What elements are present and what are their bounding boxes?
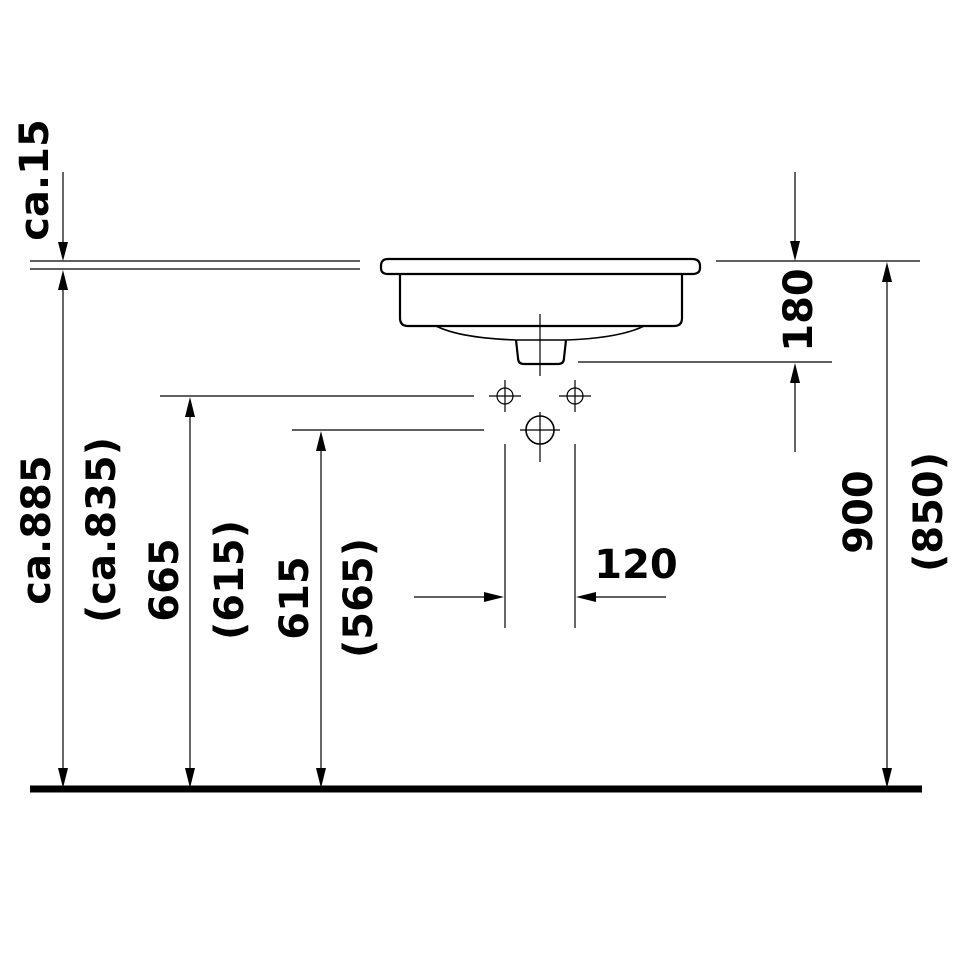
rim-thickness-dimension	[58, 172, 68, 261]
bowl-depth-label: 180	[776, 268, 822, 352]
tap-hole-height-label: 665	[142, 538, 188, 622]
top-height-label: 900	[836, 470, 882, 554]
basin-outline	[379, 257, 702, 376]
top-height-alt-label: (850)	[906, 452, 952, 572]
waste-height-label: 615	[272, 556, 318, 640]
rim-height-alt-label: (ca.835)	[79, 437, 125, 623]
bowl-depth-dimension	[790, 172, 800, 452]
rim-height-dimension	[58, 270, 68, 788]
tap-hole-height-dimension	[185, 397, 195, 788]
hole-spacing-dimension	[414, 592, 666, 602]
tap-hole-height-alt-label: (615)	[207, 520, 253, 640]
waste-outlet	[520, 412, 560, 462]
top-height-dimension	[882, 262, 892, 788]
rim-thickness-label: ca.15	[12, 119, 58, 241]
rim-height-label: ca.885	[14, 455, 60, 604]
countertop-lines	[30, 260, 920, 270]
tap-hole-right	[559, 380, 591, 412]
tap-hole-left	[489, 380, 521, 412]
waste-height-dimension	[316, 431, 326, 788]
hole-spacing-label: 120	[594, 542, 678, 588]
waste-height-alt-label: (565)	[336, 538, 382, 658]
